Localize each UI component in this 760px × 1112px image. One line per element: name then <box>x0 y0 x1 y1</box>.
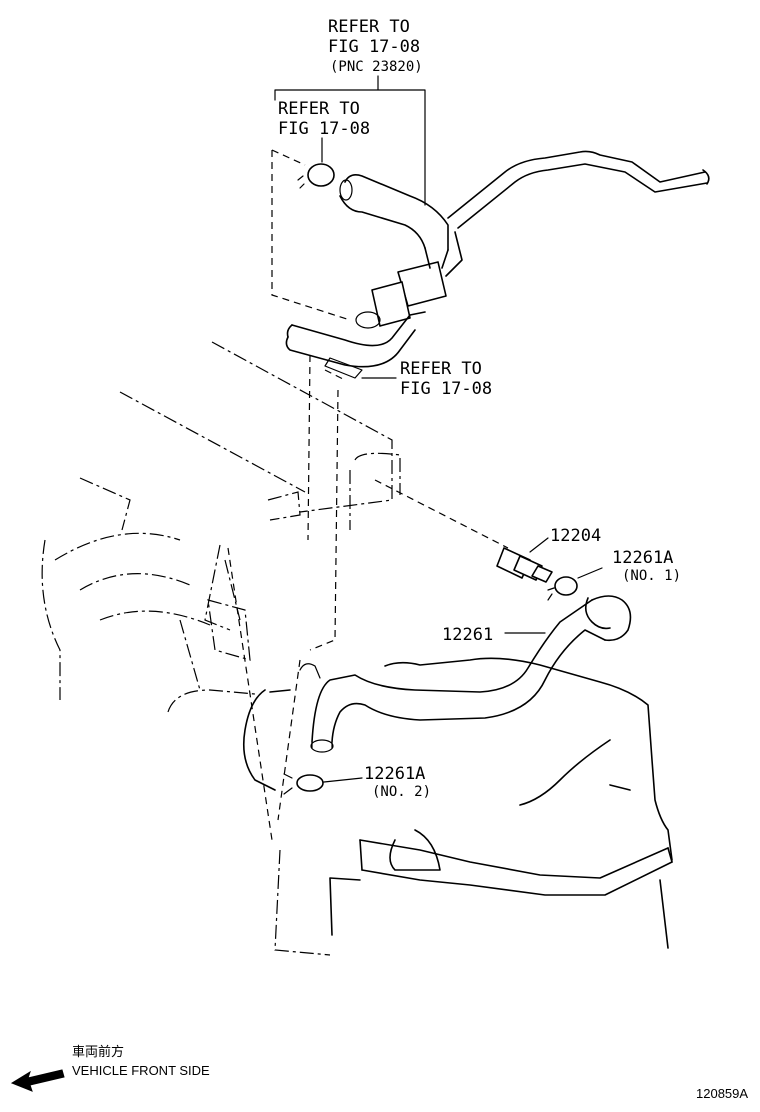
ventilation-hose-12261 <box>299 595 632 753</box>
engine-block-lower <box>242 657 673 949</box>
callout-12204: 12204 <box>550 526 601 546</box>
label-refer-to-top: REFER TO <box>328 17 410 37</box>
label-no2: (NO. 2) <box>372 784 431 800</box>
diagram-id: 120859A <box>696 1086 748 1101</box>
label-vehicle-front-en: VEHICLE FRONT SIDE <box>72 1063 210 1078</box>
callout-12261A-no1: 12261A (NO. 1) <box>612 548 681 584</box>
label-part-12261a-no1: 12261A <box>612 548 673 568</box>
engine-outline-phantom <box>41 341 401 956</box>
label-part-12204: 12204 <box>550 526 601 546</box>
callout-top-ref: REFER TO FIG 17-08 (PNC 23820) <box>274 17 426 206</box>
label-part-12261a-no2: 12261A <box>364 764 425 784</box>
arrow-left-icon <box>10 1069 65 1092</box>
label-fig-low: FIG 17-08 <box>400 379 492 399</box>
upper-hose-assembly <box>285 150 710 379</box>
label-refer-to-mid: REFER TO <box>278 99 360 119</box>
label-fig-mid: FIG 17-08 <box>278 119 370 139</box>
clamp-no1-12261A <box>547 567 603 601</box>
callout-upper-left-ref: REFER TO FIG 17-08 <box>278 99 370 163</box>
label-pnc: (PNC 23820) <box>330 59 423 75</box>
pcv-valve-12204 <box>496 537 553 583</box>
dashed-leader-lines <box>227 149 509 841</box>
vehicle-front-indicator: 車両前方 VEHICLE FRONT SIDE <box>10 1044 210 1092</box>
callout-12261A-no2: 12261A (NO. 2) <box>364 764 431 800</box>
label-fig-top: FIG 17-08 <box>328 37 420 57</box>
callout-12261: 12261 <box>442 625 546 645</box>
label-refer-to-low: REFER TO <box>400 359 482 379</box>
clamp-no2-12261A <box>283 773 363 795</box>
label-part-12261: 12261 <box>442 625 493 645</box>
label-vehicle-front-jp: 車両前方 <box>72 1044 124 1059</box>
label-no1: (NO. 1) <box>622 568 681 584</box>
clamp-upper <box>307 163 335 187</box>
callout-lower-ref: REFER TO FIG 17-08 <box>361 359 492 399</box>
